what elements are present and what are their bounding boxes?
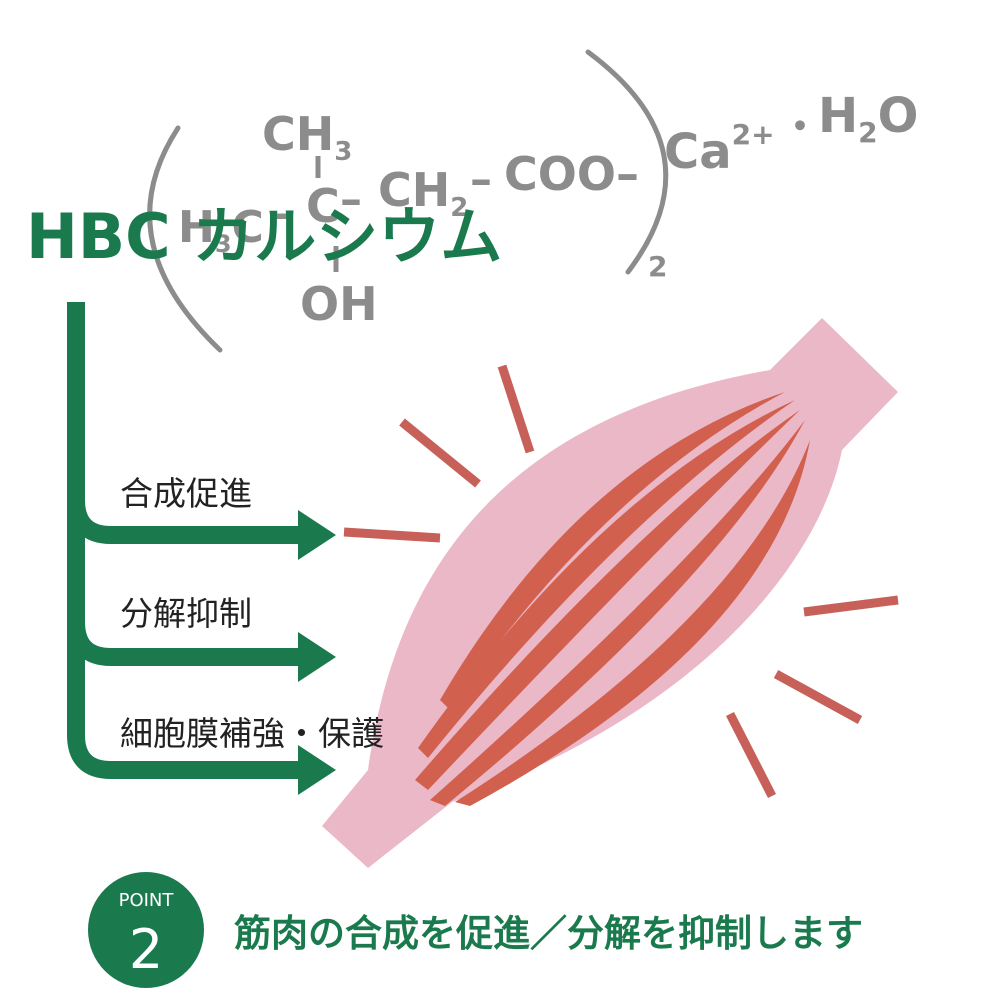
muscle-fibers (415, 392, 810, 806)
calcium-ion: Ca2+ (664, 118, 775, 180)
impact-ray (773, 670, 863, 724)
page-title: HBC カルシウム (26, 200, 502, 273)
water-molecule: H2O (818, 88, 918, 149)
effect-label-membrane: 細胞膜補強・保護 (120, 714, 384, 753)
carboxylate-group: COO– (504, 147, 639, 201)
point-badge: POINT 2 (88, 872, 204, 988)
impact-ray (803, 595, 899, 617)
methyl-group: CH3 (262, 107, 352, 167)
methylene-group: CH2 (378, 163, 468, 223)
arrow-heads (298, 510, 336, 795)
impact-ray (343, 527, 441, 543)
point-label: POINT (119, 890, 175, 911)
arrow-trunk (67, 302, 300, 779)
hydroxyl-group: OH (300, 277, 378, 331)
muscle-illustration (322, 318, 899, 868)
central-carbon: C (306, 179, 340, 233)
h3c-group: H3C (178, 202, 264, 258)
bond-dash-2: – (340, 174, 362, 225)
arrow-branch-1 (67, 499, 300, 544)
point-badge-circle (88, 872, 204, 988)
muscle-fiber (418, 400, 795, 758)
bond-dash-3: – (470, 154, 492, 205)
hydrate-dot: ・ (780, 104, 820, 150)
bond-dash-1: – (268, 188, 290, 239)
effect-label-breakdown: 分解抑制 (120, 594, 252, 633)
chemical-formula: CH3 H3C – C – CH2 – COO– OH 2 Ca2+ ・ H2O (147, 49, 918, 353)
arrow-head (298, 510, 336, 560)
impact-ray (725, 711, 777, 799)
impact-ray (497, 364, 535, 454)
muscle-fiber (415, 410, 800, 790)
summary-caption: 筋肉の合成を促進／分解を抑制します (234, 912, 863, 955)
impact-ray (399, 418, 481, 488)
impact-rays (343, 364, 899, 799)
effect-arrows (67, 302, 300, 779)
arrow-head (298, 632, 336, 682)
point-number: 2 (129, 918, 163, 981)
right-parenthesis (585, 49, 669, 275)
arrow-head (298, 745, 336, 795)
arrow-branch-2 (67, 621, 300, 666)
left-parenthesis (147, 125, 223, 353)
effect-label-synthesis: 合成促進 (120, 474, 252, 513)
muscle-fiber (430, 420, 805, 806)
parenthesis-subscript: 2 (648, 250, 667, 283)
